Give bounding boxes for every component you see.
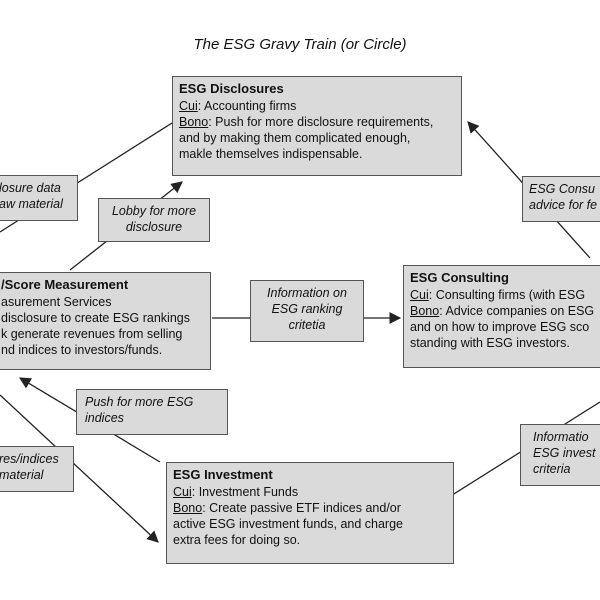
label-info-invest-line-1: Informatio xyxy=(533,430,589,444)
consulting-bono-label: Bono xyxy=(410,304,440,318)
measurement-title: /Score Measurement xyxy=(1,277,129,292)
arrow-scores-indices xyxy=(0,394,159,543)
label-consult-advice: ESG Consu advice for fe xyxy=(522,176,600,222)
measurement-line-3: k generate revenues from selling xyxy=(1,327,183,341)
label-scores-indices-line-1: res/indices xyxy=(0,452,59,466)
disclosures-bono-label: Bono xyxy=(179,115,209,129)
measurement-line-2: disclosure to create ESG rankings xyxy=(1,311,190,325)
label-info-invest-line-2: ESG invest xyxy=(533,446,596,460)
measurement-line-4: nd indices to investors/funds. xyxy=(1,343,163,357)
label-info-ranking-line-1: Information on xyxy=(267,286,347,300)
disclosures-cui-label: Cui xyxy=(179,99,198,113)
label-push-indices-line-1: Push for more ESG xyxy=(85,395,194,409)
label-scores-indices: res/indices material xyxy=(0,446,74,492)
label-info-ranking-line-2: ESG ranking xyxy=(271,302,343,316)
label-info-ranking: Information on ESG ranking critetia xyxy=(250,280,364,342)
consulting-cui-text: : Consulting firms (with ESG xyxy=(428,288,586,302)
label-disclosure-data-line-2: aw material xyxy=(0,197,63,211)
disclosures-bono-1: Bono: Push for more disclosure requireme… xyxy=(179,114,455,130)
label-consult-advice-line-1: ESG Consu xyxy=(529,182,596,196)
label-disclosure-data: losure data aw material xyxy=(0,175,78,221)
consulting-title: ESG Consulting xyxy=(410,270,509,285)
consulting-box: ESG Consulting Cui: Consulting firms (wi… xyxy=(403,265,600,368)
disclosures-cui: Cui: Accounting firms xyxy=(179,98,455,114)
investment-bono-1: Bono: Create passive ETF indices and/or xyxy=(173,500,447,516)
investment-title: ESG Investment xyxy=(173,467,273,482)
label-disclosure-data-line-1: losure data xyxy=(0,181,61,195)
label-scores-indices-line-2: material xyxy=(0,468,44,482)
consulting-cui: Cui: Consulting firms (with ESG xyxy=(410,287,596,303)
consulting-bono-text-1: : Advice companies on ESG xyxy=(439,304,595,318)
investment-bono-text-1: : Create passive ETF indices and/or xyxy=(202,501,401,515)
measurement-box: /Score Measurement asurement Services di… xyxy=(0,272,211,370)
disclosures-bono-2: and by making them complicated enough, xyxy=(179,131,411,145)
investment-cui: Cui: Investment Funds xyxy=(173,484,447,500)
consulting-bono-3: standing with ESG investors. xyxy=(410,336,570,350)
investment-bono-2: active ESG investment funds, and charge xyxy=(173,517,403,531)
investment-box: ESG Investment Cui: Investment Funds Bon… xyxy=(166,462,454,564)
label-lobby-line-2: disclosure xyxy=(125,220,183,234)
disclosures-cui-text: : Accounting firms xyxy=(197,99,297,113)
disclosures-bono-3: makle themselves indispensable. xyxy=(179,147,363,161)
label-push-indices: Push for more ESG indices xyxy=(76,389,228,435)
consulting-bono-2: and on how to improve ESG sco xyxy=(410,320,590,334)
investment-bono-3: extra fees for doing so. xyxy=(173,533,301,547)
label-info-invest: Informatio ESG invest criteria xyxy=(520,424,600,486)
label-info-ranking-line-3: critetia xyxy=(288,318,326,332)
measurement-line-1: asurement Services xyxy=(1,295,112,309)
consulting-cui-label: Cui xyxy=(410,288,429,302)
disclosures-bono-text-1: : Push for more disclosure requirements, xyxy=(208,115,434,129)
label-info-invest-line-3: criteria xyxy=(533,462,571,476)
investment-cui-label: Cui xyxy=(173,485,192,499)
disclosures-box: ESG Disclosures Cui: Accounting firms Bo… xyxy=(172,76,462,176)
label-push-indices-line-2: indices xyxy=(85,411,124,425)
label-lobby: Lobby for more disclosure xyxy=(98,198,210,242)
disclosures-title: ESG Disclosures xyxy=(179,81,284,96)
diagram-title: The ESG Gravy Train (or Circle) xyxy=(193,36,407,53)
label-consult-advice-line-2: advice for fe xyxy=(529,198,598,212)
investment-cui-text: : Investment Funds xyxy=(191,485,299,499)
investment-bono-label: Bono xyxy=(173,501,203,515)
consulting-bono-1: Bono: Advice companies on ESG xyxy=(410,303,596,319)
label-lobby-line-1: Lobby for more xyxy=(111,204,197,218)
